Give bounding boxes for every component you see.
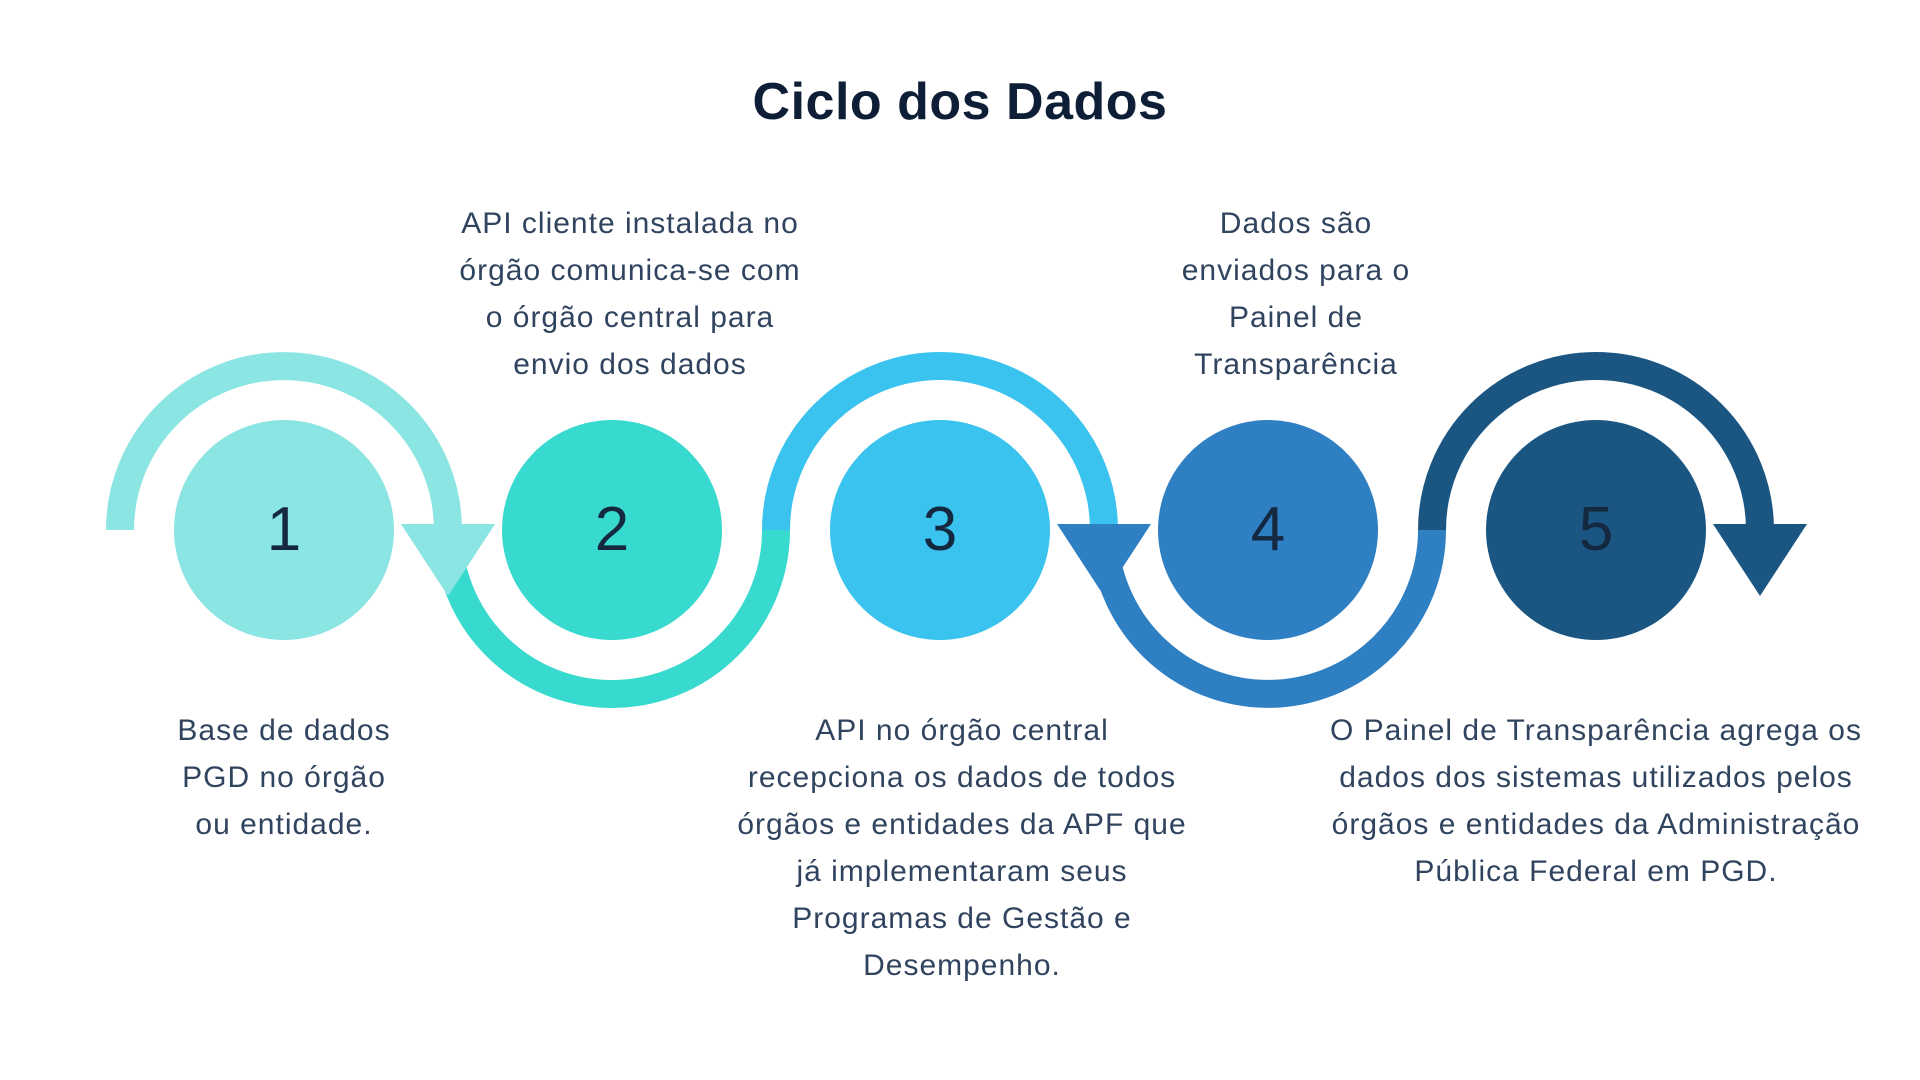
arc-under-step-2 xyxy=(434,529,790,708)
step-2-circle xyxy=(502,420,722,640)
page-title: Ciclo dos Dados xyxy=(752,73,1168,131)
step-2-number: 2 xyxy=(594,495,630,564)
step-1-number: 1 xyxy=(266,495,302,564)
arc-over-step-5 xyxy=(1418,352,1774,531)
step-4-description: Dados são enviados para o Painel de Tran… xyxy=(1181,207,1411,381)
step-1-circle xyxy=(174,420,394,640)
step-3-circle xyxy=(830,420,1050,640)
arc-over-step-1 xyxy=(106,352,462,531)
step-4-number: 4 xyxy=(1250,495,1286,564)
arrow-down-icon-3 xyxy=(1713,524,1807,596)
step-1-description: Base de dados PGD no órgão ou entidade. xyxy=(177,714,391,841)
arrow-down-icon-1 xyxy=(401,524,495,596)
arc-under-step-4 xyxy=(1090,529,1446,708)
step-3-number: 3 xyxy=(922,495,958,564)
step-4-circle xyxy=(1158,420,1378,640)
step-5-description: O Painel de Transparência agrega os dado… xyxy=(1330,714,1862,888)
step-5-circle xyxy=(1486,420,1706,640)
step-2-description: API cliente instalada no órgão comunica-… xyxy=(459,207,801,381)
arrow-down-icon-2 xyxy=(1057,524,1151,596)
arc-over-step-3 xyxy=(762,352,1118,531)
step-5-number: 5 xyxy=(1578,495,1614,564)
step-3-description: API no órgão central recepciona os dados… xyxy=(737,714,1187,982)
